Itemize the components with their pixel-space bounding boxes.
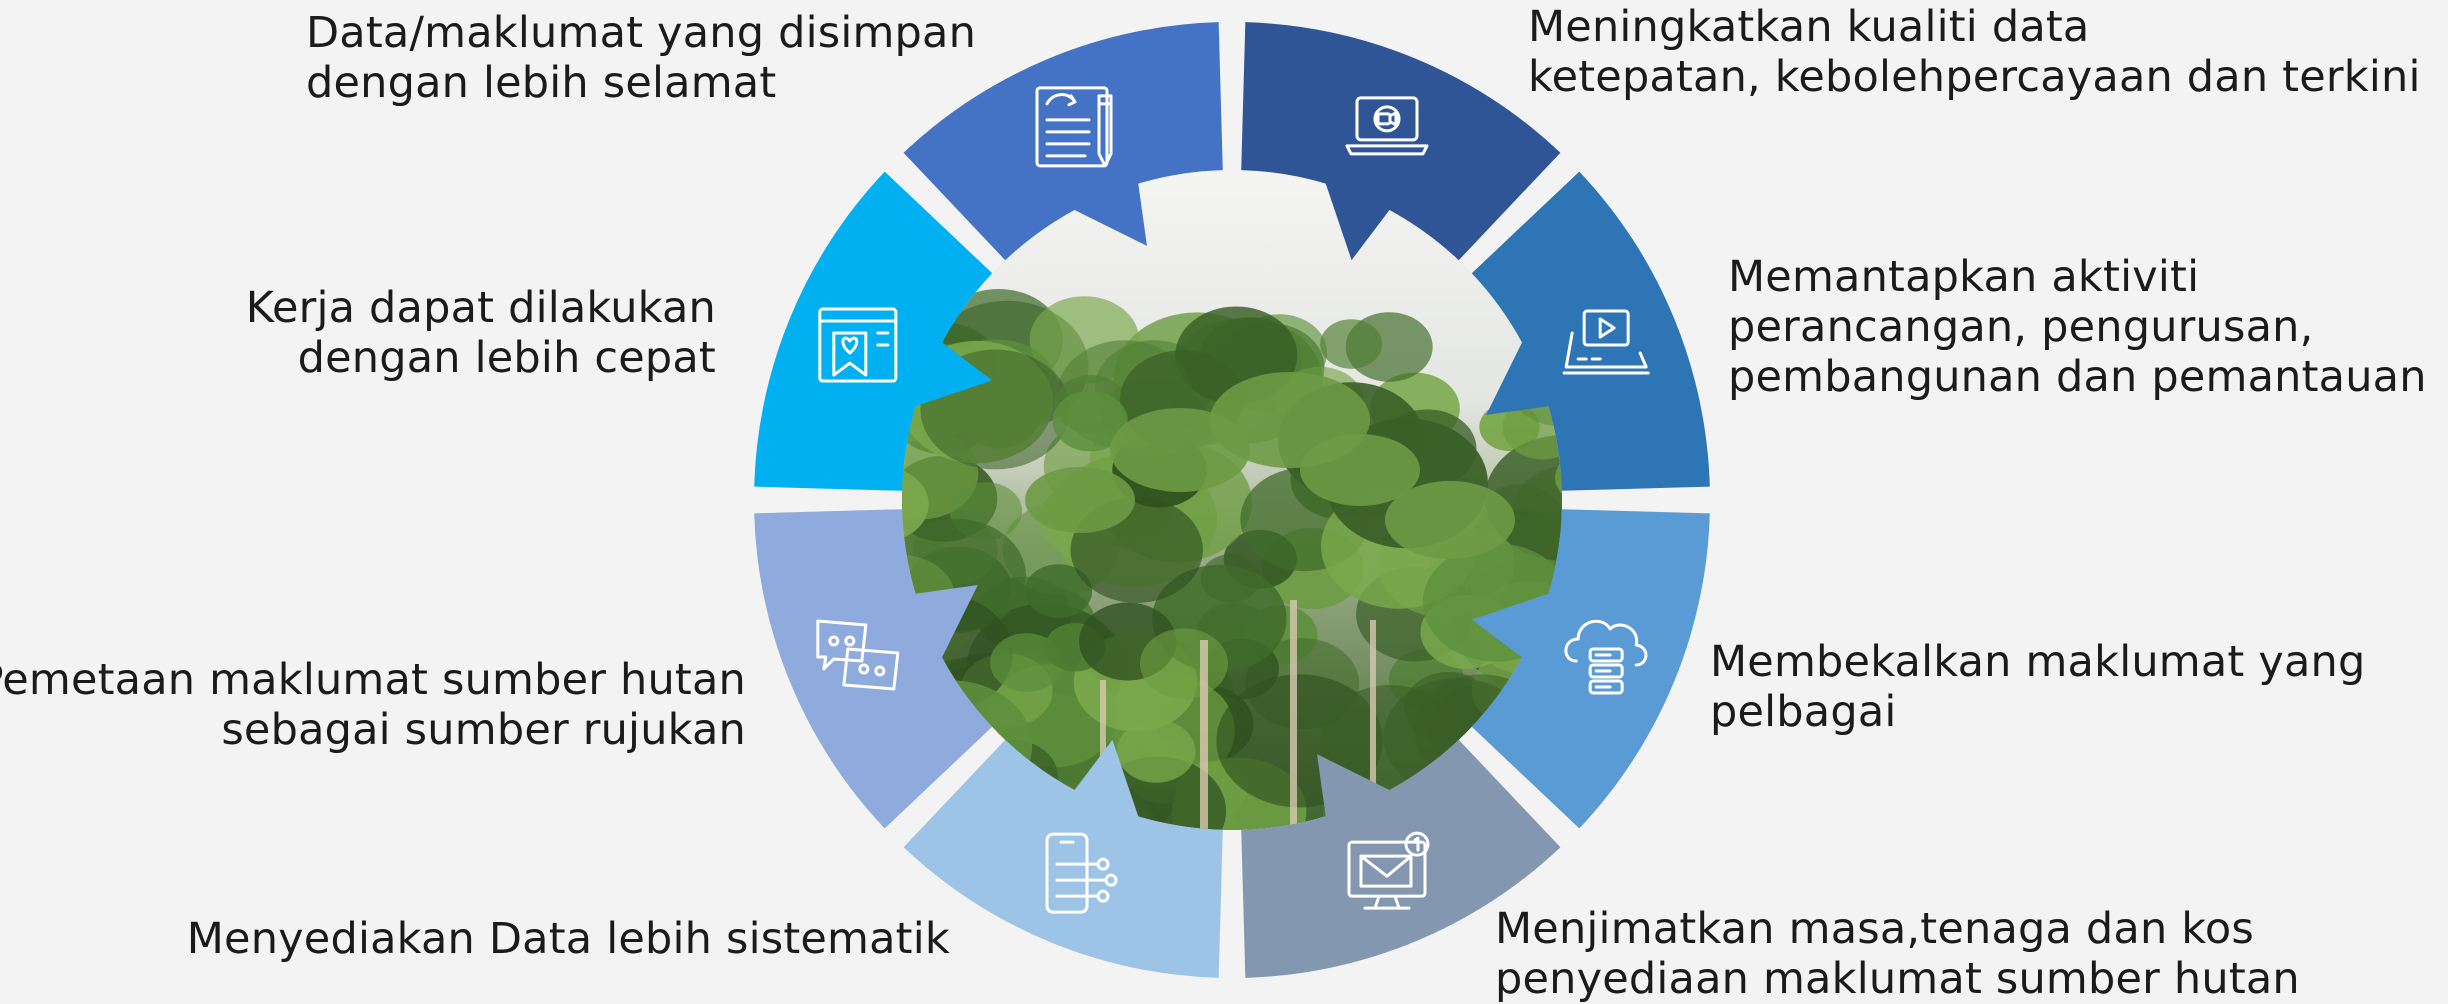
label-line: perancangan, pengurusan, [1728, 302, 2314, 352]
label-line: Membekalkan maklumat yang [1710, 637, 2366, 687]
label-left-lower: Pemetaan maklumat sumber hutan sebagai s… [0, 655, 746, 755]
label-line: ketepatan, kebolehpercayaan dan terkini [1528, 52, 2421, 102]
label-line: Memantapkan aktiviti [1728, 252, 2200, 302]
segment-top-left [903, 22, 1223, 261]
label-left-upper: Kerja dapat dilakukan dengan lebih cepat [246, 283, 716, 383]
label-bottom-left: Menyediakan Data lebih sistematik [187, 914, 950, 964]
label-right-lower: Membekalkan maklumat yang pelbagai [1710, 637, 2366, 737]
document-edit-icon [1035, 86, 1113, 168]
segment-left-upper [754, 171, 993, 491]
tree-canopy [1502, 395, 1562, 460]
label-line: dengan lebih selamat [306, 58, 777, 108]
tree-canopy [1052, 390, 1128, 452]
label-top-left: Data/maklumat yang disimpan dengan lebih… [306, 8, 976, 108]
tree-canopy [1300, 434, 1420, 506]
label-line: Data/maklumat yang disimpan [306, 8, 977, 58]
tree-canopy [1385, 481, 1515, 559]
label-line: pembangunan dan pemantauan [1728, 352, 2427, 402]
tree-canopy [1024, 564, 1093, 619]
label-line: pelbagai [1710, 687, 1897, 737]
label-line: Pemetaan maklumat sumber hutan [0, 655, 746, 705]
tree-canopy [902, 466, 929, 543]
label-right-upper: Memantapkan aktiviti perancangan, pengur… [1728, 252, 2427, 402]
chat-bubbles-icon [816, 619, 900, 691]
cloud-server-icon [1564, 619, 1648, 695]
label-line: Menjimatkan masa,tenaga dan kos [1495, 904, 2254, 954]
presentation-laptop-icon [1562, 309, 1650, 375]
label-line: sebagai sumber rujukan [221, 705, 746, 755]
label-line: Kerja dapat dilakukan [245, 283, 716, 333]
bookmark-heart-browser-icon [818, 307, 898, 383]
tree-trunk [1290, 600, 1297, 830]
label-bottom-right: Menjimatkan masa,tenaga dan kos penyedia… [1495, 904, 2300, 1004]
video-call-laptop-icon [1345, 96, 1429, 156]
mobile-network-icon [1045, 832, 1118, 914]
tree-canopy [1484, 435, 1562, 561]
tree-trunk [1370, 620, 1376, 830]
segment-bottom-right [1241, 739, 1561, 978]
tree-canopy [1139, 628, 1228, 699]
tree-canopy [1025, 467, 1135, 533]
segment-right-upper [1471, 171, 1710, 491]
segment-left-lower [754, 509, 993, 829]
label-line: Menyediakan Data lebih sistematik [186, 914, 950, 964]
tree-canopy [1116, 719, 1196, 783]
tree-trunk [1200, 640, 1208, 830]
label-line: Meningkatkan kualiti data [1528, 2, 2090, 52]
mail-notification-monitor-icon [1347, 831, 1430, 910]
label-line: dengan lebih cepat [297, 333, 716, 383]
label-line: penyediaan maklumat sumber hutan [1495, 954, 2300, 1004]
label-top-right: Meningkatkan kualiti data ketepatan, keb… [1528, 2, 2421, 102]
tree-canopy [1320, 319, 1383, 369]
segment-bottom-left [903, 739, 1223, 978]
